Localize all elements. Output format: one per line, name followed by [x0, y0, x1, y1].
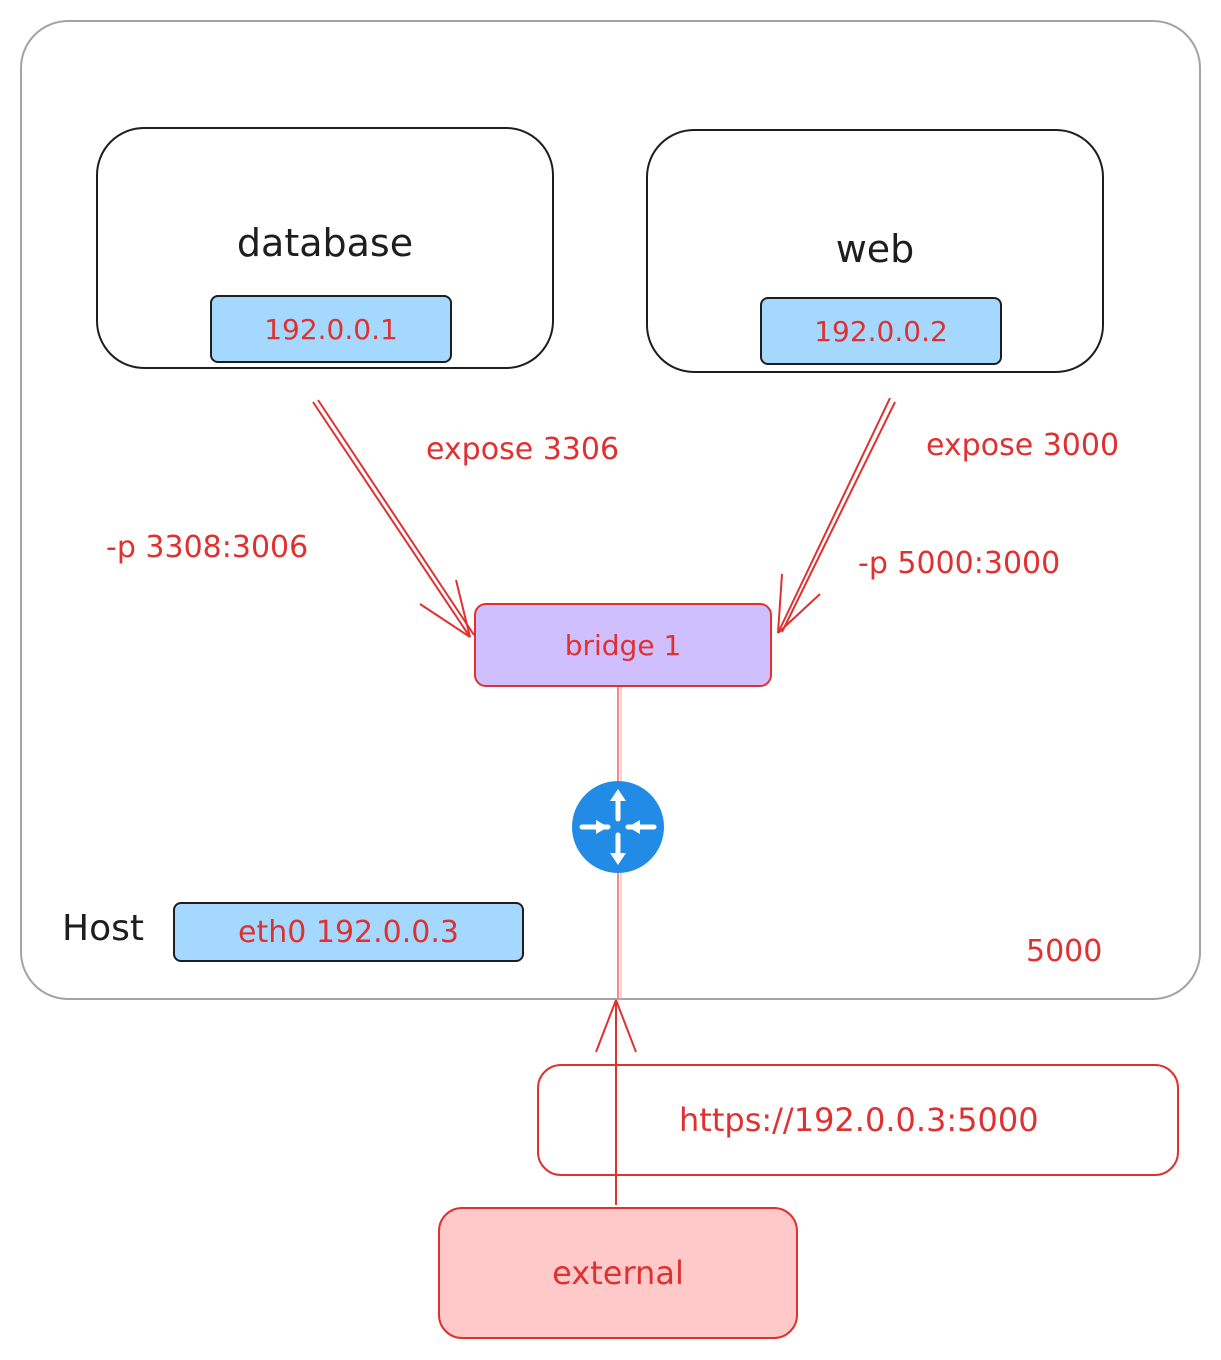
label-publish-web: -p 5000:3000 [858, 546, 1061, 581]
host-label: Host [62, 908, 144, 949]
container-database-ip: 192.0.0.1 [210, 295, 452, 363]
arrow-database-to-bridge [312, 399, 475, 638]
container-web-title: web [835, 227, 915, 271]
host-port-label: 5000 [1026, 934, 1103, 969]
external-node: external [438, 1207, 798, 1339]
bridge-node: bridge 1 [474, 603, 772, 687]
router-icon [572, 781, 664, 873]
request-url-box: https://192.0.0.3:5000 [537, 1064, 1179, 1176]
container-database-title: database [236, 221, 414, 265]
container-database: database 192.0.0.1 [96, 127, 554, 369]
label-expose-web: expose 3000 [926, 428, 1120, 463]
container-web: web 192.0.0.2 [646, 129, 1104, 373]
label-publish-database: -p 3308:3006 [106, 530, 309, 565]
request-url: https://192.0.0.3:5000 [679, 1101, 1039, 1139]
label-expose-database: expose 3306 [426, 432, 620, 467]
host-interface: eth0 192.0.0.3 [173, 902, 524, 962]
arrow-web-to-bridge [777, 397, 896, 634]
arrow-external-to-host [595, 999, 637, 1205]
host-frame [20, 20, 1201, 1000]
container-web-ip: 192.0.0.2 [760, 297, 1002, 365]
